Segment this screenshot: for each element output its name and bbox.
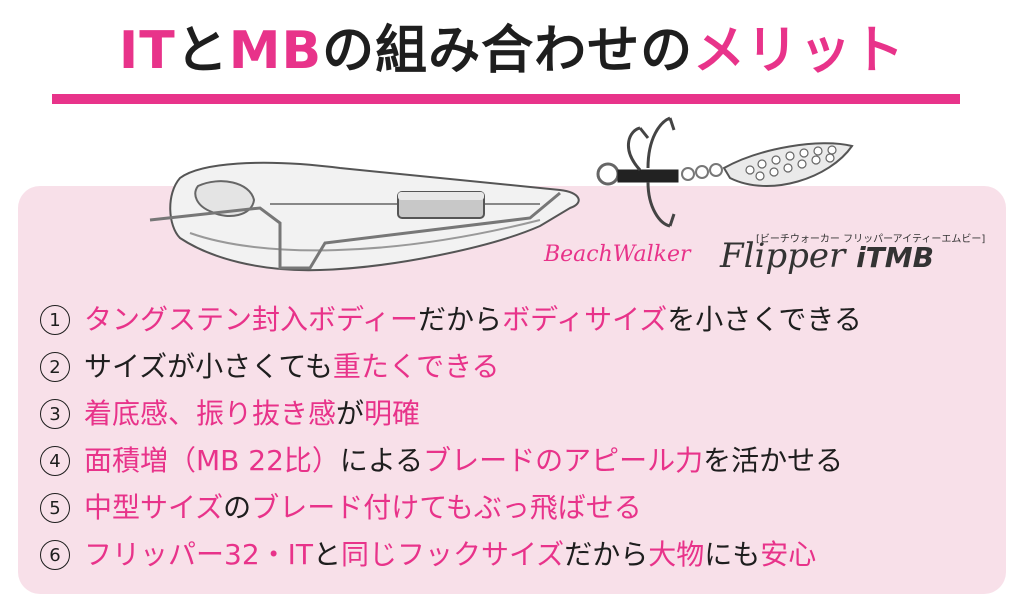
title-to: と [175,21,229,81]
logo-model-name: Flipper [720,236,846,276]
benefit-number: 4 [40,445,70,476]
title-merit: メリット [693,21,906,81]
benefit-item: 3 着底感、振り抜き感が明確 [40,390,1000,437]
hook-shank [617,169,679,183]
benefit-text: の [223,491,252,524]
benefit-text: による [339,444,424,477]
benefit-text: と [313,538,342,571]
benefit-number: 6 [40,539,70,570]
benefit-number: 2 [40,351,70,382]
benefit-text-highlight: 同じフックサイズ [341,538,565,571]
treble-hook [627,116,676,228]
benefit-item: 4 面積増（MB 22比）によるブレードのアピール力を活かせる [40,437,1000,484]
benefit-text-highlight: 重たくできる [332,350,500,383]
benefit-text: だから [564,538,649,571]
lure-eye [194,180,256,217]
logo-model: Flipper iTMB [720,236,934,276]
benefit-text-highlight: 明確 [364,397,421,430]
benefit-item: 5 中型サイズのブレード付けてもぶっ飛ばせる [40,484,1000,531]
benefit-text: だから [418,303,503,336]
logo-kana: [ビーチウォーカー フリッパーアイティーエムビー] [756,234,986,245]
benefit-text-highlight: 着底感、振り抜き感 [84,397,337,430]
benefit-number: 3 [40,398,70,429]
benefit-text: が [336,397,365,430]
product-logo: [ビーチウォーカー フリッパーアイティーエムビー] BeachWalker Fl… [544,230,985,278]
title-mb: MB [228,21,323,81]
title-it: IT [118,21,176,81]
benefit-item: 2 サイズが小さくても重たくできる [40,343,1000,390]
benefit-text: を小さくできる [667,303,862,336]
benefit-text-highlight: タングステン封入ボディー [84,303,419,336]
content-panel [18,186,1006,594]
benefit-text-highlight: 中型サイズ [84,491,224,524]
benefit-item: 1 タングステン封入ボディーだからボディサイズを小さくできる [40,296,1000,343]
lure-illustration [149,116,854,272]
lure-body [169,161,580,272]
page-title: ITとMBの組み合わせのメリット [0,20,1024,82]
title-underline [52,94,960,104]
logo-model-suffix: iTMB [856,241,934,274]
benefit-text-highlight: フリッパー32・IT [84,538,313,571]
benefit-text-highlight: 面積増（MB 22比） [84,444,340,477]
lure-wire [149,191,561,270]
benefit-number: 5 [40,492,70,523]
logo-brand: BeachWalker [544,242,691,267]
benefit-text-highlight: 大物 [648,538,705,571]
benefit-text-highlight: ぶっ飛ばせる [473,491,642,524]
benefit-number: 1 [40,304,70,335]
benefit-text-highlight: ブレード付けても [251,491,474,524]
title-middle: の組み合わせの [322,21,694,81]
benefit-text-highlight: 安心 [760,538,817,571]
benefit-text: にも [704,538,761,571]
benefit-text: サイズが小さくても [84,350,333,383]
benefit-text-highlight: ブレードのアピール力 [423,444,704,477]
benefit-text-highlight: ボディサイズ [502,303,668,336]
benefit-text: を活かせる [703,444,844,477]
